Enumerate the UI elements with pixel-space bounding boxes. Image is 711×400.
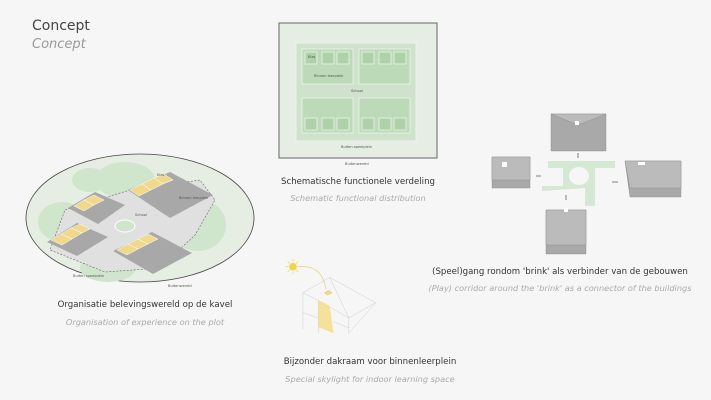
plot-caption-en: Organisation of experience on the plot (65, 317, 225, 327)
slide-subtitle: Concept (32, 37, 86, 52)
schematic-label-buiten: Buiten speelplein (341, 145, 372, 149)
plot-label-klas: Klas (157, 173, 165, 177)
plot-label-binnen: Binnen leerplein (179, 196, 208, 200)
schematic-caption: Schematische functionele verdeling (281, 177, 435, 187)
corridor-caption-en: (Play) corridor around the 'brink' as a … (428, 283, 692, 293)
skylight-diagram (285, 259, 376, 334)
sun-icon (289, 262, 297, 271)
plot-caption: Organisatie belevingswereld op de kavel (57, 300, 233, 310)
plot-label-school: School (135, 213, 147, 217)
plot-label-buiten: Buiten speelplein (73, 274, 104, 278)
plot-label-wereld: Buitenwereld (168, 284, 192, 288)
schematic-label-school: School (351, 89, 363, 93)
slide-title: Concept (32, 18, 90, 34)
schematic-label-klas: Klas (308, 55, 316, 59)
skylight-caption: Bijzonder dakraam voor binnenleerplein (283, 357, 457, 367)
corridor-diagram (491, 113, 682, 255)
corridor-caption: (Speel)gang rondom 'brink' als verbinder… (432, 267, 688, 277)
schematic-diagram: Klas Binnen leerplein School Buiten spee… (278, 22, 438, 166)
plot-diagram: Klas Binnen leerplein School Buiten spee… (25, 153, 255, 288)
schematic-label-wereld: Buitenwereld (345, 162, 369, 166)
schematic-caption-en: Schematic functional distribution (290, 193, 426, 203)
skylight-caption-en: Special skylight for indoor learning spa… (285, 374, 455, 384)
schematic-label-binnen: Binnen leerplein (314, 74, 343, 78)
